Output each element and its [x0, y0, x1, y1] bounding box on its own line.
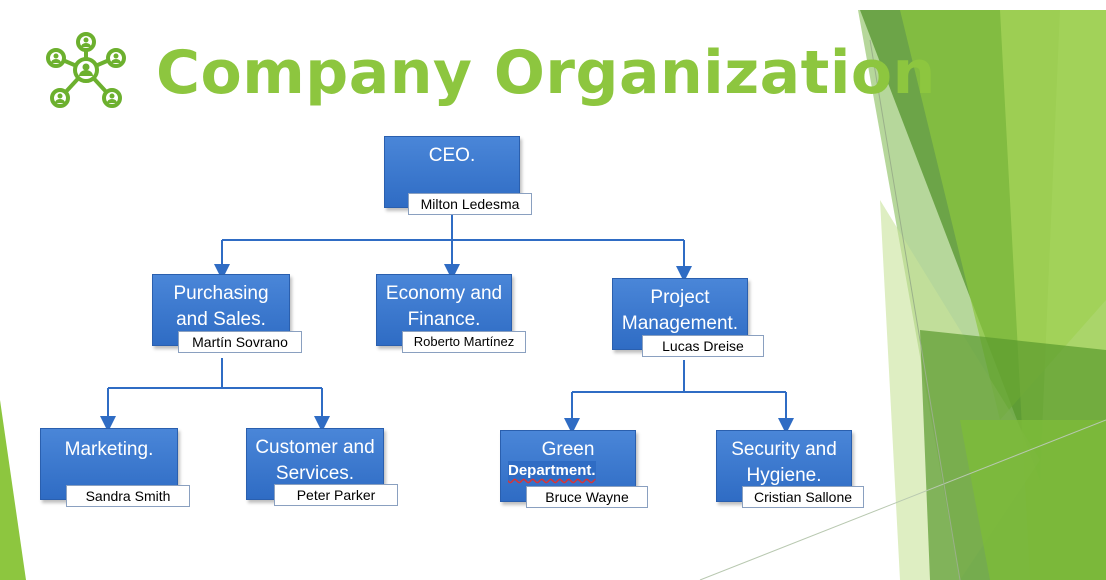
node-green-person: Bruce Wayne — [526, 486, 648, 508]
node-project-title: Project Management. — [621, 287, 739, 334]
node-economy-title: Economy and Finance. — [385, 283, 503, 330]
node-purchasing-person: Martín Sovrano — [178, 331, 302, 353]
node-purchasing-title: Purchasing and Sales. — [173, 283, 269, 330]
node-security-title: Security and Hygiene. — [731, 439, 837, 486]
node-economy-person: Roberto Martínez — [402, 331, 526, 353]
network-people-icon — [46, 32, 126, 108]
node-marketing-title: Marketing. — [64, 439, 154, 460]
node-customer-title: Customer and Services. — [255, 437, 375, 484]
node-project-person: Lucas Dreise — [642, 335, 764, 357]
node-green-subtitle: Department. — [508, 461, 596, 481]
node-ceo-title: CEO. — [428, 145, 476, 166]
page-title: Company Organization — [156, 38, 936, 108]
node-security-person: Cristian Sallone — [742, 486, 864, 508]
node-marketing-person: Sandra Smith — [66, 485, 190, 507]
node-purchasing: Purchasing and Sales. — [152, 274, 290, 346]
node-green-title: Green — [541, 439, 595, 460]
node-ceo-person: Milton Ledesma — [408, 193, 532, 215]
node-customer-person: Peter Parker — [274, 484, 398, 506]
